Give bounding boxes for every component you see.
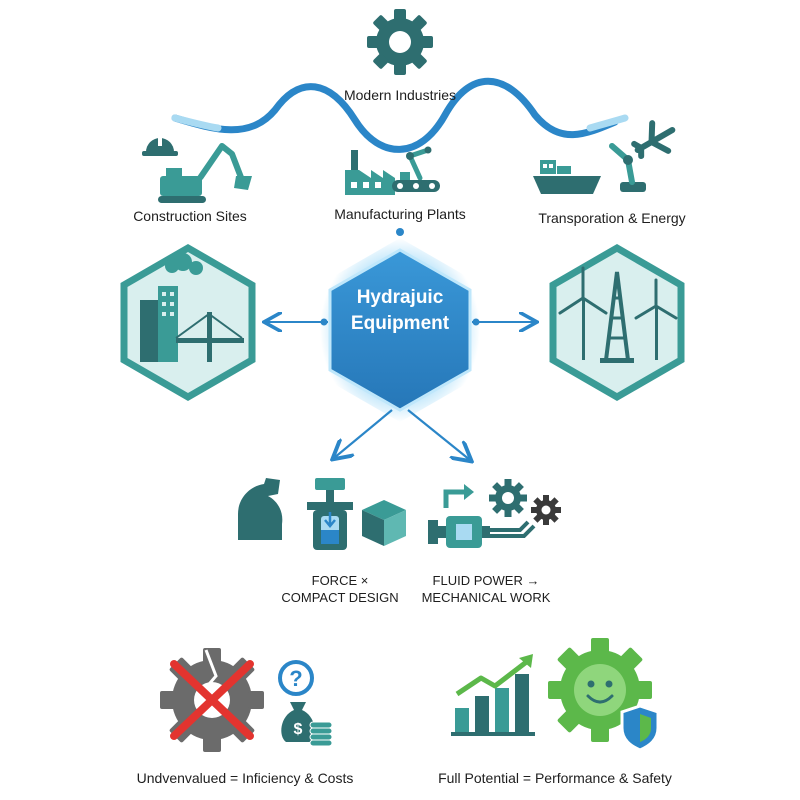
broken-gear-icon [160,648,264,752]
piston-icon [307,478,353,550]
airplane-icon [631,120,676,160]
question-mark: ? [289,666,302,691]
wind-turbine-icon [558,266,678,360]
gear-icon [367,9,433,75]
header-title: Modern Industries [343,87,457,103]
robot-arm-icon [406,146,432,181]
fluid-label-line1: FLUID POWER → [432,573,540,588]
sector-construction-label: Construction Sites [133,208,247,224]
hub-title: Hydrajuic Equipment [351,285,449,337]
gear-icon [489,479,527,517]
oil-rig-icon [600,271,634,363]
money-bag-icon: $ [281,702,333,747]
arrow-down-right [407,409,470,460]
force-label: FORCE × COMPACT DESIGN [281,572,398,606]
valve-icon [428,484,536,548]
gear-icon [531,495,561,525]
wavy-pipe [171,77,619,153]
force-label-line1: FORCE × [311,573,369,588]
cube-icon [362,500,406,546]
arrow-down-left [334,409,393,458]
arm-muscle-icon [238,478,283,540]
shield-icon [620,704,660,752]
city-bridge-hexagon [120,243,256,402]
force-label-line2: COMPACT DESIGN [281,590,399,605]
fluid-label: FLUID POWER → MECHANICAL WORK [422,572,551,606]
fluid-label-line2: MECHANICAL WORK [421,590,551,605]
energy-hexagon [549,243,685,402]
city-bridge-icon [140,253,244,362]
hard-hat-icon [142,136,178,156]
factory-icon [345,150,395,195]
bar-chart-icon [451,654,535,736]
outcome-positive-label: Full Potential = Performance & Safety [438,770,672,786]
red-x-icon [170,660,254,740]
connector-dot [396,228,404,236]
sector-transport-label: Transporation & Energy [538,210,686,226]
sector-manufacturing-label: Manufacturing Plants [334,206,466,222]
excavator-icon [158,143,252,203]
question-icon: ? [278,660,314,696]
hub-title-line2: Equipment [350,313,450,334]
hub-title-line1: Hydrajuic [356,287,444,308]
dollar-sign: $ [294,721,303,738]
outcome-negative-label: Undvenvalued = Inficiency & Costs [136,770,354,786]
conveyor-icon [392,172,440,192]
hub-hexagon [320,238,480,422]
robot-arm-icon [609,143,646,192]
ship-icon [533,160,601,194]
